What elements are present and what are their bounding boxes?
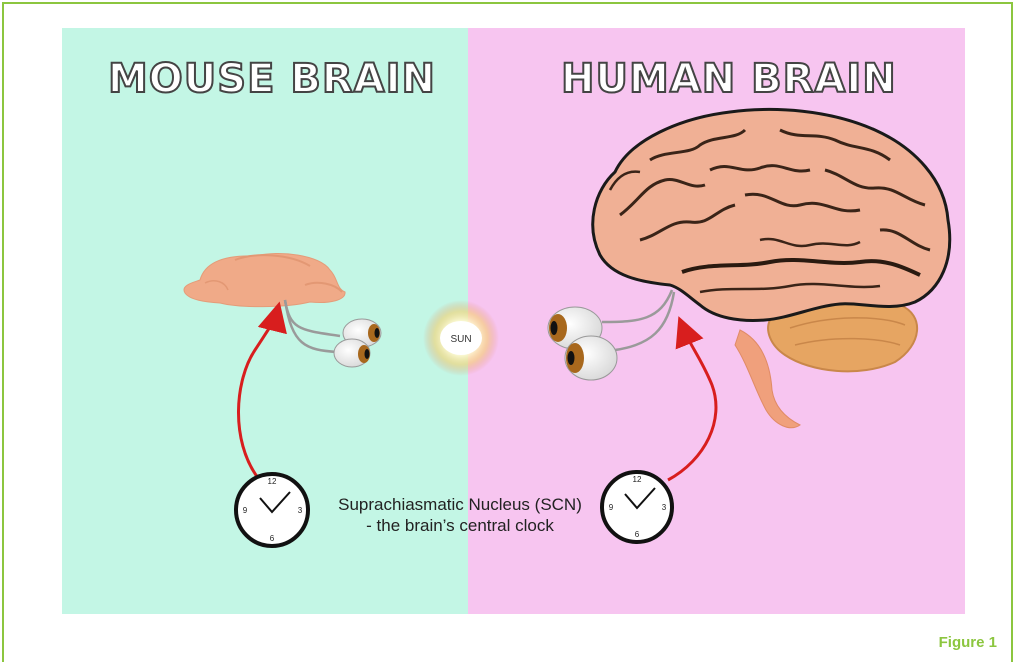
human-optic-nerve (602, 290, 672, 322)
mouse-eye-icon (334, 339, 370, 367)
mouse-brain (184, 254, 345, 307)
sun-label: SUN (450, 334, 471, 345)
clock-numeral-9: 9 (243, 506, 248, 515)
human-brain (593, 109, 950, 427)
clock-icon: 12 3 6 9 (236, 474, 308, 546)
human-scn-arrow (668, 330, 716, 480)
human-eye-icon (565, 336, 617, 380)
mouse-scn-arrow (238, 316, 276, 478)
sun-icon: SUN (423, 300, 499, 376)
clock-numeral-6: 6 (635, 530, 640, 539)
mouse-optic-nerve (285, 300, 338, 352)
clock-numeral-6: 6 (270, 534, 275, 543)
scn-label: Suprachiasmatic Nucleus (SCN) - the brai… (300, 494, 620, 536)
scn-label-line-2: - the brain’s central clock (300, 515, 620, 536)
clock-numeral-3: 3 (662, 503, 667, 512)
clock-numeral-12: 12 (268, 477, 277, 486)
scn-label-line-1: Suprachiasmatic Nucleus (SCN) (300, 494, 620, 515)
clock-numeral-12: 12 (633, 475, 642, 484)
figure-caption: Figure 1 (939, 634, 997, 651)
